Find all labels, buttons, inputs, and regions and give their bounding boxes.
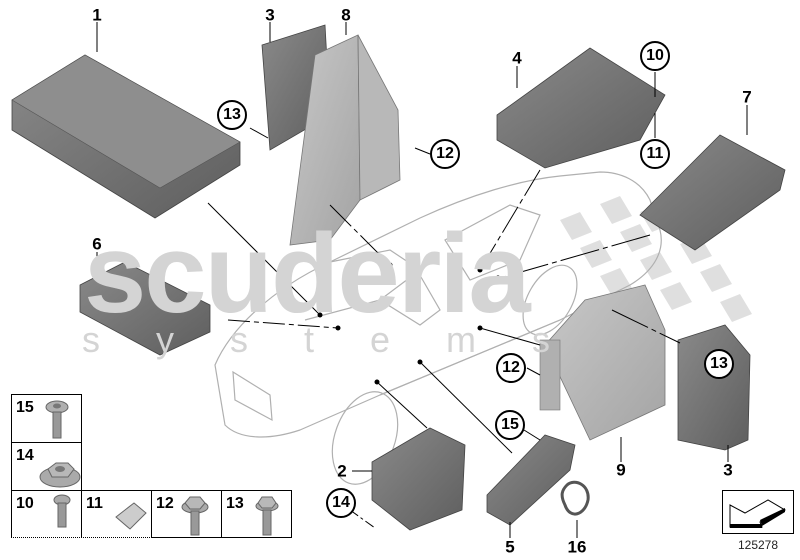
fastener-cell-15[interactable]: 15 (11, 394, 82, 443)
part-label-13-top[interactable]: 13 (217, 100, 247, 130)
fastener-number: 12 (156, 495, 174, 512)
part-label-13-bottom[interactable]: 13 (704, 349, 734, 379)
small-hex-bolt-icon (255, 496, 279, 536)
part-label-4[interactable]: 4 (512, 48, 522, 68)
part-5-sensor[interactable] (486, 434, 576, 538)
fastener-number: 11 (86, 495, 103, 512)
part-label-5[interactable]: 5 (505, 537, 515, 557)
leader-lines (207, 72, 681, 529)
view-direction-box (722, 490, 794, 534)
leader-dots (317, 262, 501, 385)
part-label-3-top[interactable]: 3 (265, 5, 275, 25)
part-label-15[interactable]: 15 (495, 410, 525, 440)
fastener-number: 10 (16, 495, 34, 512)
diagram-reference-number: 125278 (737, 538, 779, 552)
part-2-control-unit[interactable] (352, 427, 466, 531)
part-label-9[interactable]: 9 (616, 460, 626, 480)
fastener-cell-12[interactable]: 12 (151, 490, 222, 538)
part-label-7[interactable]: 7 (742, 87, 752, 107)
expanding-nut-icon (53, 494, 71, 528)
part-label-3-bottom[interactable]: 3 (723, 460, 733, 480)
watermark-scuderia: scuderia (84, 211, 531, 336)
fastener-cell-10[interactable]: 10 (11, 490, 82, 538)
view-direction-arrow-icon (729, 499, 787, 528)
part-7-control-unit[interactable] (639, 105, 786, 251)
hex-nut-icon (39, 462, 81, 488)
part-label-14[interactable]: 14 (326, 488, 356, 518)
part-label-12-top[interactable]: 12 (430, 139, 460, 169)
fastener-number: 15 (16, 399, 34, 416)
part-3-module-bottom[interactable] (677, 324, 751, 462)
fastener-cell-13[interactable]: 13 (221, 490, 292, 538)
part-8-bracket[interactable] (289, 22, 401, 246)
part-6-control-unit[interactable] (79, 252, 211, 356)
spring-clip-icon (115, 502, 147, 530)
part-label-1[interactable]: 1 (92, 5, 102, 25)
part-label-6[interactable]: 6 (92, 234, 102, 254)
fastener-cell-11[interactable]: 11 (81, 490, 152, 538)
fastener-number: 14 (16, 447, 34, 464)
watermark-systems: systems (82, 319, 607, 360)
fastener-cell-14[interactable]: 14 (11, 442, 82, 491)
part-label-8[interactable]: 8 (341, 5, 351, 25)
part-4-control-unit[interactable] (496, 47, 666, 169)
part-label-12-bottom[interactable]: 12 (496, 353, 526, 383)
part-label-11[interactable]: 11 (640, 139, 670, 169)
hex-bolt-icon (181, 496, 209, 536)
torx-screw-icon (45, 400, 69, 439)
part-label-16[interactable]: 16 (567, 537, 587, 557)
fastener-number: 13 (226, 495, 244, 512)
part-label-10[interactable]: 10 (640, 41, 670, 71)
part-16-gasket[interactable] (560, 480, 590, 538)
part-1-control-unit[interactable] (11, 22, 241, 219)
part-9-bracket[interactable] (539, 284, 666, 462)
part-label-2[interactable]: 2 (337, 461, 347, 481)
